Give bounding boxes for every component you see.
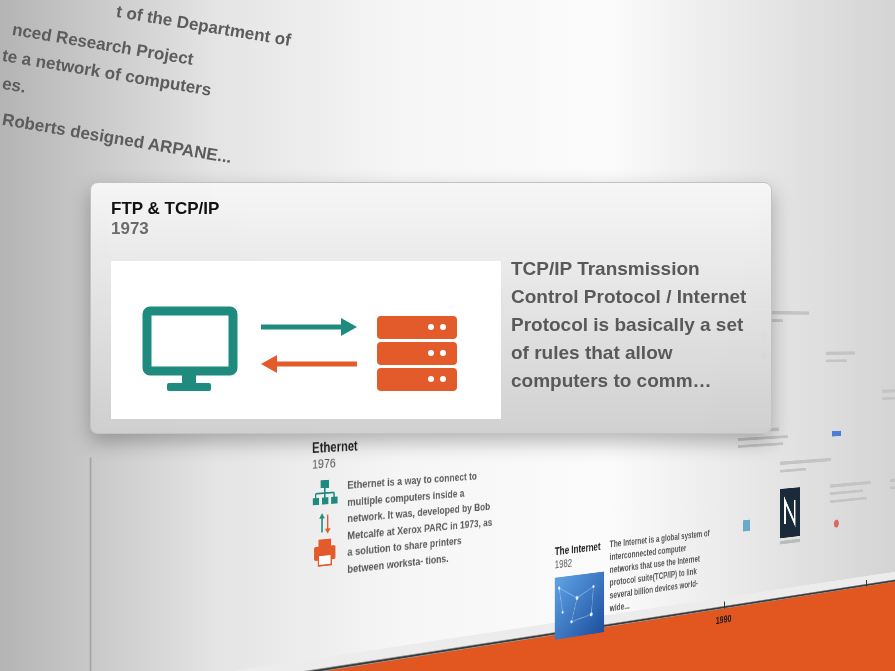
timeline-guide xyxy=(90,457,91,671)
network-printer-icon xyxy=(312,477,338,577)
entry-head: Ethernet1976 xyxy=(312,431,503,473)
entry-body: TCP/IP Transmission Control Protocol / I… xyxy=(511,255,761,395)
entry-title: Ethernet xyxy=(312,431,503,457)
entry-head: FTP & TCP/IP1973 xyxy=(111,199,761,239)
client-server-illustration xyxy=(111,261,501,419)
entry-body: The Internet is a global system of inter… xyxy=(610,527,711,615)
entry-row: Ethernet is a way to connect to multiple… xyxy=(312,466,503,581)
entry-column: The Internet1982 xyxy=(555,539,605,640)
background-text: Roberts designed ARPANE... xyxy=(1,110,233,168)
axis-tick xyxy=(866,580,868,586)
entry-title: The Internet xyxy=(555,539,605,558)
entry-row: TCP/IP Transmission Control Protocol / I… xyxy=(111,261,761,419)
timeline-band xyxy=(0,576,895,671)
background-text: es. xyxy=(1,74,28,98)
entry-title: FTP & TCP/IP xyxy=(111,199,761,219)
popup-card: FTP & TCP/IP1973 TCP/IP Transmission Con… xyxy=(90,182,772,434)
netscape-logo xyxy=(780,487,800,544)
entry-body: Ethernet is a way to connect to multiple… xyxy=(347,467,493,577)
axis-tick xyxy=(723,602,725,609)
network-photo xyxy=(555,572,605,640)
entry-head: The Internet1982 xyxy=(555,539,605,572)
timeline-entry: Ethernet1976 Ethernet is a way to connec… xyxy=(312,431,503,582)
entry-year: 1973 xyxy=(111,219,761,239)
